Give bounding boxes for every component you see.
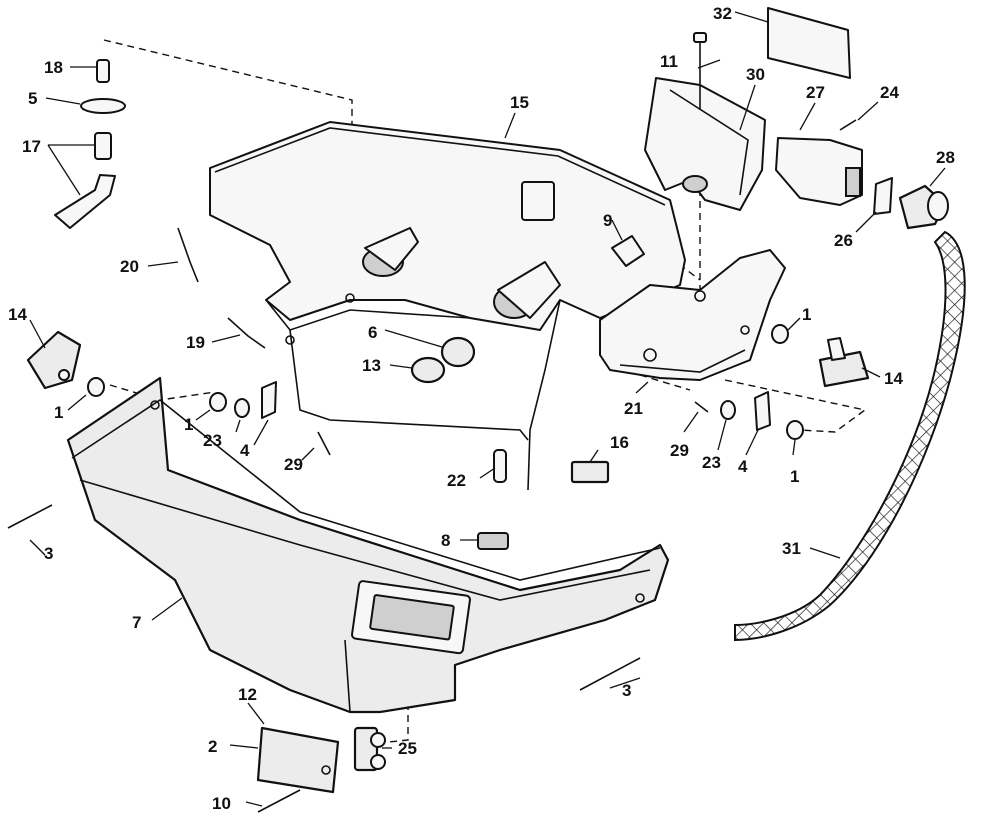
callout-22: 22 — [447, 471, 466, 490]
callout-16: 16 — [610, 433, 629, 452]
callout-21: 21 — [624, 399, 643, 418]
block-part-25 — [353, 726, 386, 772]
callout-30: 30 — [746, 65, 765, 84]
callout-12: 12 — [238, 685, 257, 704]
callout-3-left: 3 — [44, 544, 53, 563]
cover-plate-part — [256, 726, 340, 794]
rear-bracket-part — [599, 249, 786, 381]
callout-11: 11 — [660, 52, 678, 71]
bellow-part-28 — [898, 184, 949, 230]
callout-27: 27 — [806, 83, 825, 102]
callout-1-d: 1 — [790, 467, 799, 486]
leader-lines — [29, 11, 946, 807]
callout-1-c: 1 — [802, 305, 811, 324]
callout-26: 26 — [834, 231, 853, 250]
upper-cowl-part — [209, 121, 686, 491]
small-parts — [7, 32, 857, 813]
lower-cowl-part — [66, 376, 670, 714]
latch-part-14-left — [26, 330, 82, 390]
callout-6: 6 — [368, 323, 377, 342]
callout-2: 2 — [208, 737, 217, 756]
callout-14-left: 14 — [8, 305, 27, 324]
mesh-strip-part-31 — [734, 230, 966, 642]
callout-5: 5 — [28, 89, 37, 108]
callout-18: 18 — [44, 58, 63, 77]
callout-25: 25 — [398, 739, 417, 758]
callout-3-right: 3 — [622, 681, 631, 700]
callout-23-left: 23 — [203, 431, 222, 450]
callout-4-left: 4 — [240, 441, 250, 460]
callout-31: 31 — [782, 539, 801, 558]
callout-29-left: 29 — [284, 455, 303, 474]
callout-4-right: 4 — [738, 457, 748, 476]
callout-10: 10 — [212, 794, 231, 813]
callout-7: 7 — [132, 613, 141, 632]
gasket-part-26 — [873, 177, 893, 215]
callout-labels: 18 5 17 20 19 14 1 1 23 4 29 6 13 15 3 7… — [8, 4, 955, 813]
callout-23-right: 23 — [702, 453, 721, 472]
callout-8: 8 — [441, 531, 450, 550]
intake-part-30 — [644, 77, 766, 211]
callout-19: 19 — [186, 333, 205, 352]
callout-29-right: 29 — [670, 441, 689, 460]
callout-14-right: 14 — [884, 369, 903, 388]
duct-part-27 — [775, 137, 863, 206]
callout-20: 20 — [120, 257, 139, 276]
callout-1-a: 1 — [54, 403, 63, 422]
callout-24: 24 — [880, 83, 899, 102]
callout-13: 13 — [362, 356, 381, 375]
callout-15: 15 — [510, 93, 529, 112]
callout-1-b: 1 — [184, 415, 193, 434]
latch-part-14-right — [818, 337, 870, 388]
callout-28: 28 — [936, 148, 955, 167]
plate-part-32 — [767, 7, 851, 79]
callout-9: 9 — [603, 211, 612, 230]
callout-32: 32 — [713, 4, 732, 23]
callout-17: 17 — [22, 137, 41, 156]
